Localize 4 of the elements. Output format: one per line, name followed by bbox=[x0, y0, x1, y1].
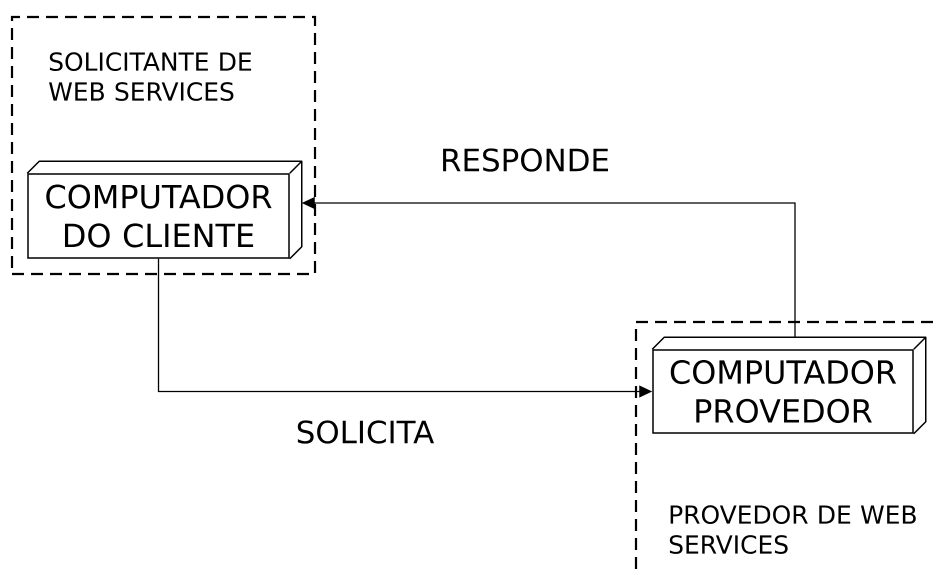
computer-box: COMPUTADOR PROVEDOR bbox=[652, 336, 926, 434]
edge-label: SOLICITA bbox=[294, 419, 436, 445]
computer-box: COMPUTADOR DO CLIENTE bbox=[26, 160, 302, 260]
edge-label: RESPONDE bbox=[439, 147, 611, 173]
